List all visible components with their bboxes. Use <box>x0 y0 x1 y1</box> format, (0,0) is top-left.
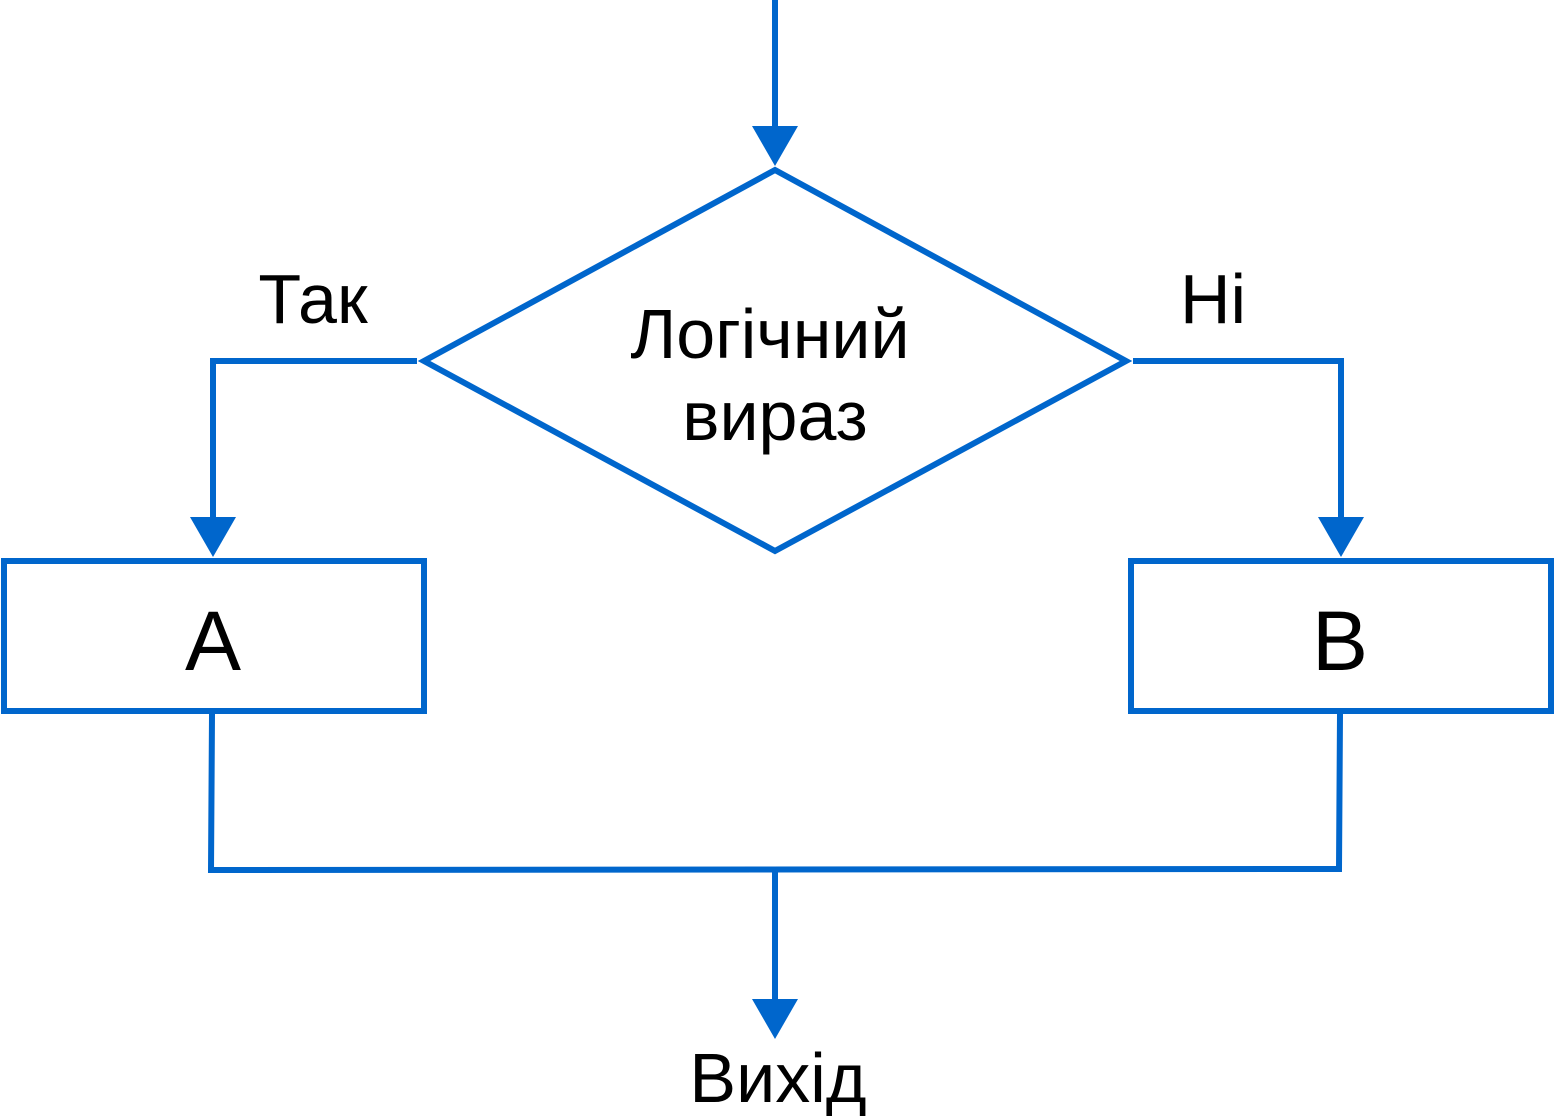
decision-label-line2: вираз <box>682 377 867 455</box>
no-branch-label: Ні <box>1180 260 1246 338</box>
no-branch-arrowhead <box>1318 517 1364 557</box>
process-block-b <box>1128 558 1554 714</box>
merge-connector <box>207 713 1343 874</box>
no-branch-connector <box>1133 358 1344 520</box>
yes-branch-arrowhead <box>190 517 236 557</box>
decision-label-line1: Логічний <box>630 295 909 373</box>
exit-label: Вихід <box>689 1039 866 1117</box>
decision-diamond <box>417 166 1133 555</box>
entry-arrowhead <box>752 126 798 166</box>
process-block-a <box>1 558 427 714</box>
process-block-b-label: В <box>1312 594 1368 688</box>
exit-arrowhead <box>752 999 798 1039</box>
process-block-a-label: А <box>185 594 241 688</box>
yes-branch-connector <box>210 358 417 520</box>
yes-branch-label: Так <box>258 260 368 338</box>
